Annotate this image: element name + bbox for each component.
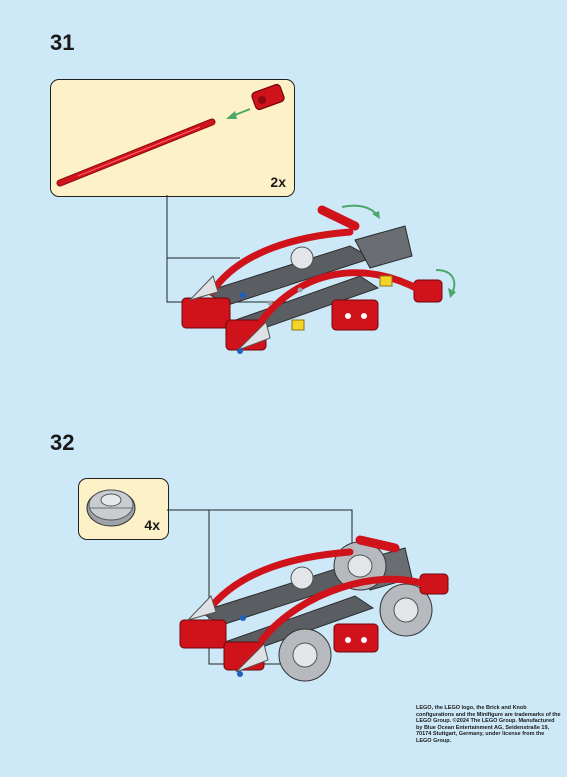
step-number: 32 [50,430,75,455]
callout-pointer [166,195,296,303]
red-connector-part [251,83,285,111]
step-number: 31 [50,30,75,55]
part-quantity: 4x [144,517,160,533]
wheel-part [86,489,136,527]
part-quantity: 2x [270,174,286,190]
callout-pointer [208,510,296,665]
model-step-32 [179,535,449,682]
callout-pointer [167,509,353,548]
model-step-31 [181,204,456,354]
assembly-arrow [226,108,251,119]
red-axle-part [56,118,216,187]
legal-notice: LEGO, the LEGO logo, the Brick and Knob … [416,705,561,744]
